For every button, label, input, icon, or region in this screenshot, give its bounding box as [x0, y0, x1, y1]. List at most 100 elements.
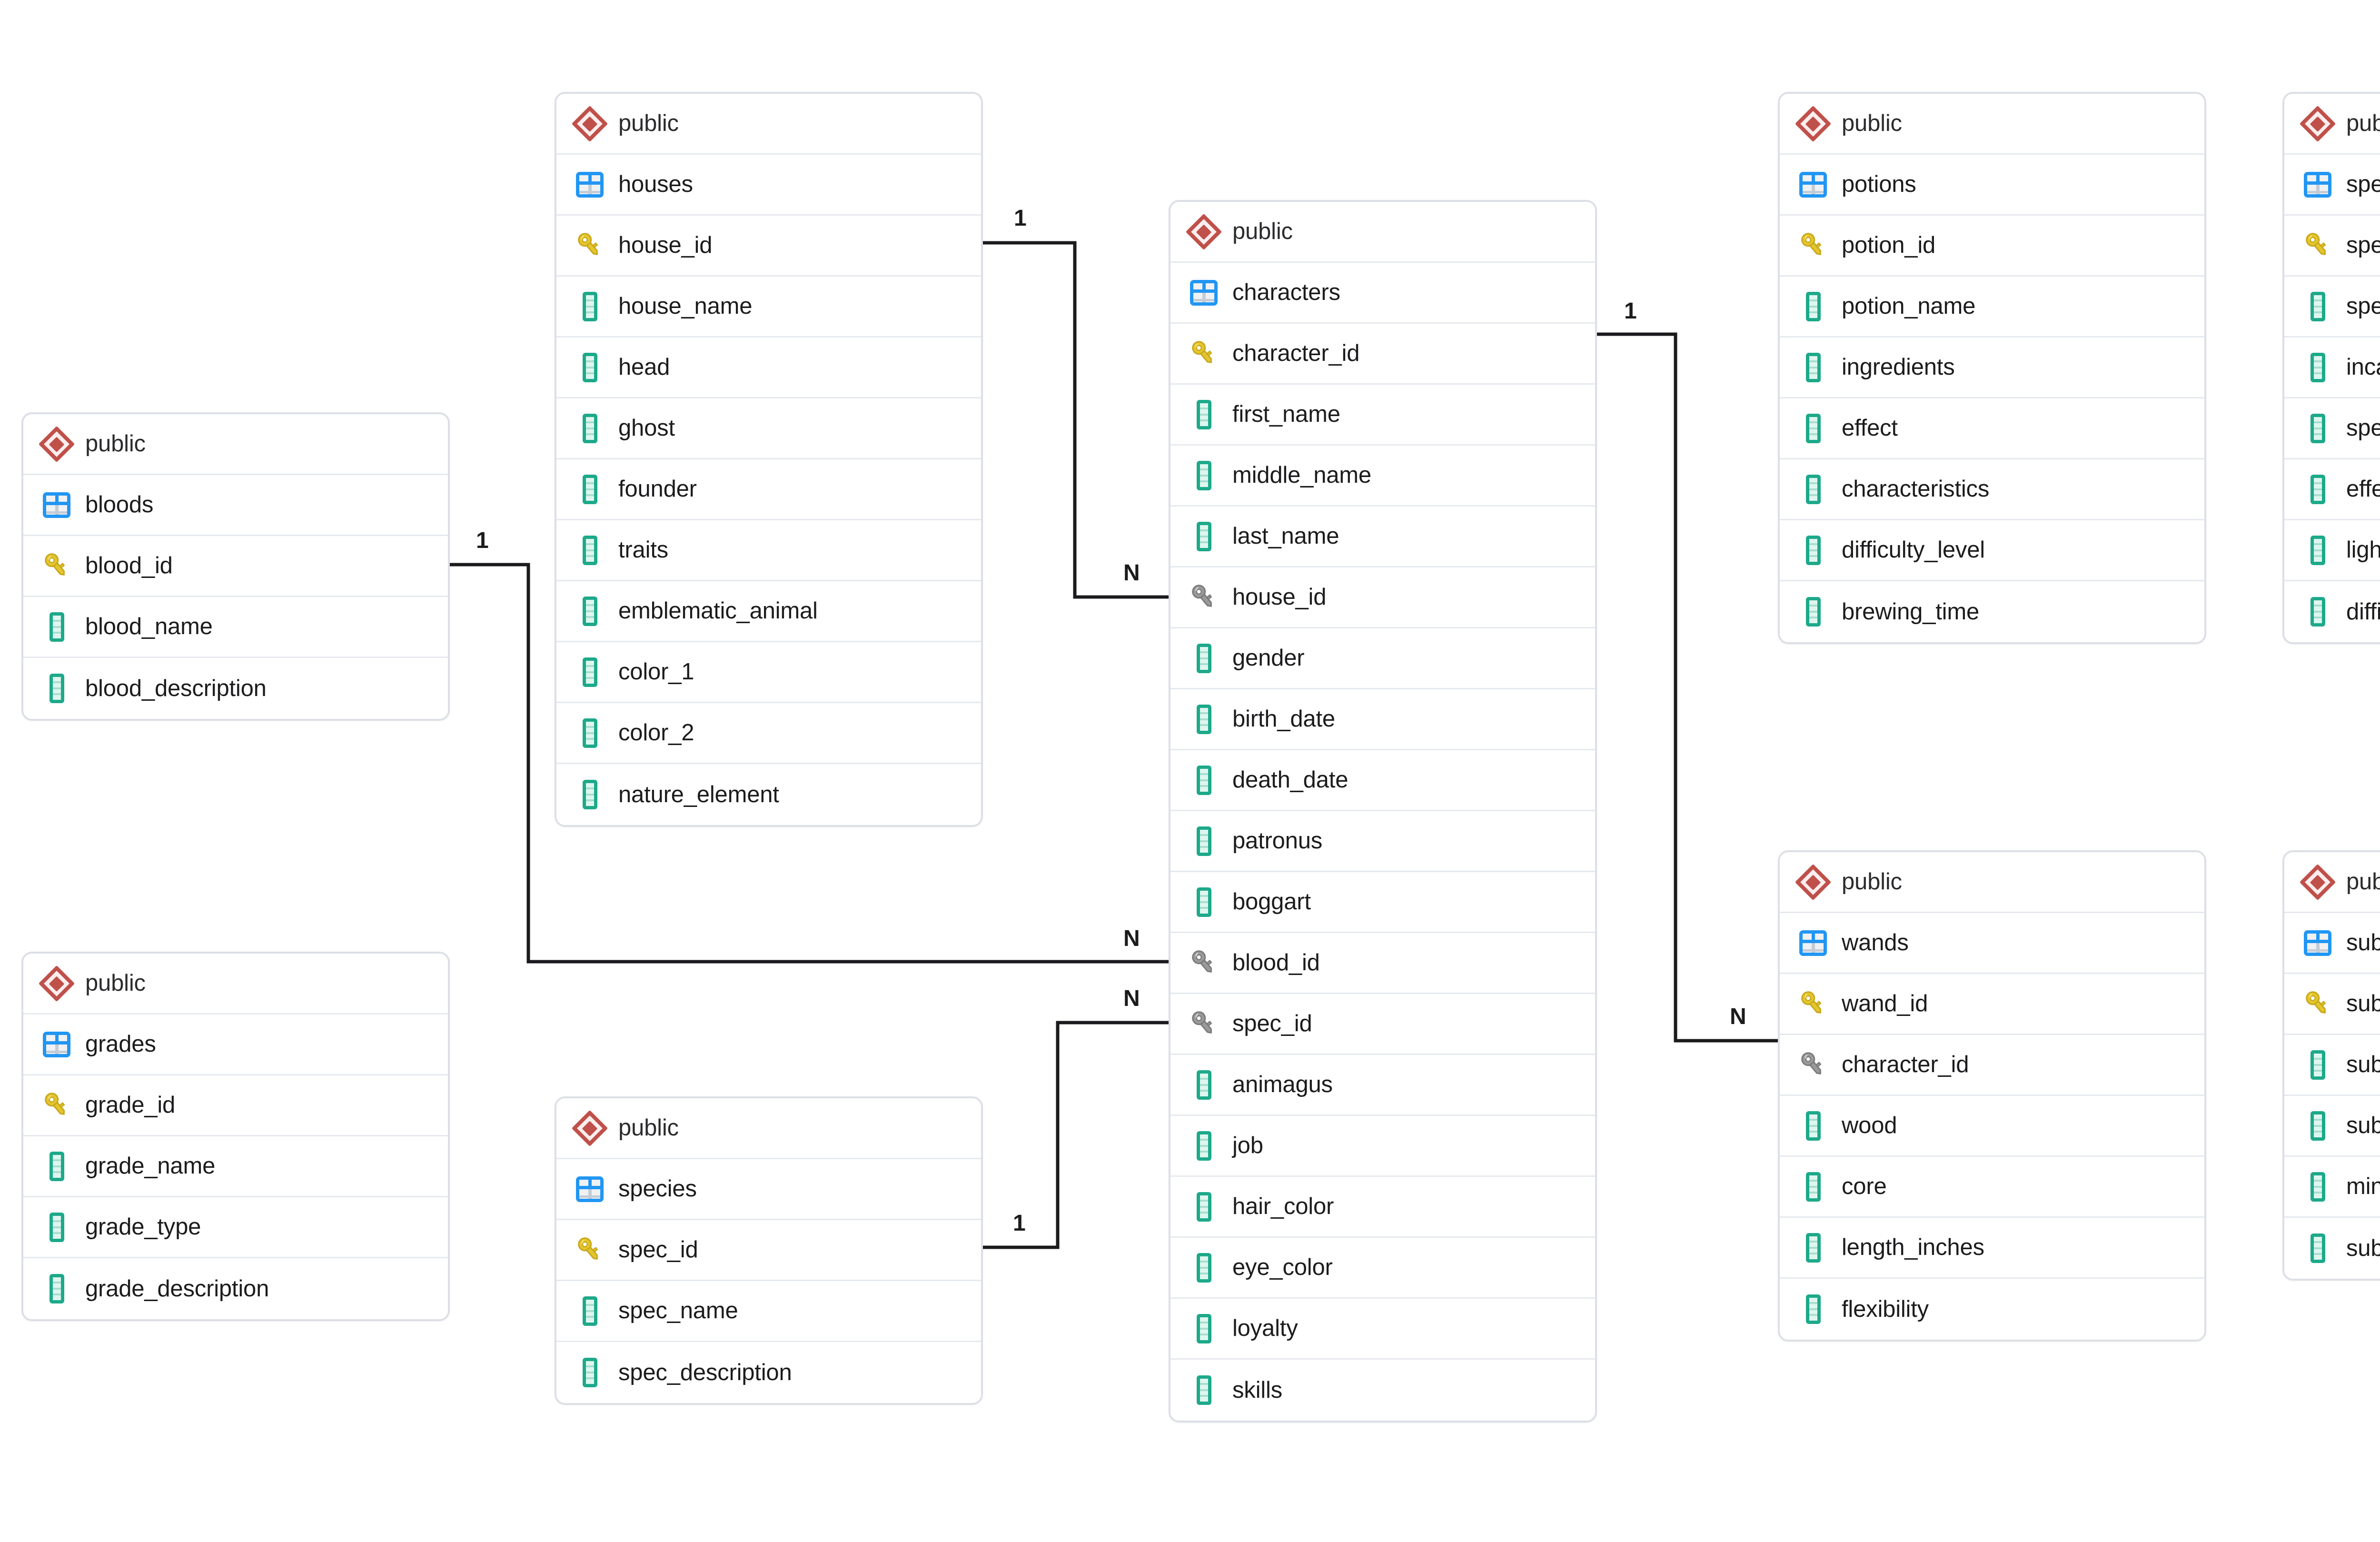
column-row-characteristics[interactable]: characteristics — [1780, 459, 2204, 520]
column-row-founder[interactable]: founder — [556, 459, 981, 520]
table-header-row[interactable]: bloods — [23, 475, 448, 536]
column-row-death_date[interactable]: death_date — [1170, 750, 1595, 811]
column-row-wand_id[interactable]: wand_id — [1780, 974, 2204, 1035]
table-header-row[interactable]: wands — [1780, 913, 2204, 974]
schema-row[interactable]: public — [556, 1098, 981, 1159]
column-row-flexibility[interactable]: flexibility — [1780, 1279, 2204, 1340]
column-row-boggart[interactable]: boggart — [1170, 872, 1595, 933]
column-row-head[interactable]: head — [556, 338, 981, 398]
column-row-character_id[interactable]: character_id — [1170, 324, 1595, 385]
schema-row[interactable]: public — [23, 954, 448, 1015]
column-row-brewing_time[interactable]: brewing_time — [1780, 581, 2204, 642]
table-header-row[interactable]: grades — [23, 1015, 448, 1075]
table-header-row[interactable]: spells — [2284, 155, 2380, 216]
column-icon — [1798, 1172, 1828, 1202]
column-row-grade_id[interactable]: grade_id — [23, 1075, 448, 1136]
table-header-row[interactable]: subjects — [2284, 913, 2380, 974]
column-row-birth_date[interactable]: birth_date — [1170, 689, 1595, 750]
column-row-blood_description[interactable]: blood_description — [23, 658, 448, 719]
schema-row[interactable]: public — [1780, 94, 2204, 155]
column-row-length_inches[interactable]: length_inches — [1780, 1218, 2204, 1279]
column-row-animagus[interactable]: animagus — [1170, 1055, 1595, 1116]
column-row-house_id[interactable]: house_id — [556, 216, 981, 277]
column-name-label: potion_id — [1842, 232, 1936, 258]
column-row-difficulty_level[interactable]: difficulty_level — [2284, 581, 2380, 642]
column-row-house_name[interactable]: house_name — [556, 277, 981, 338]
column-row-spell_id[interactable]: spell_id — [2284, 216, 2380, 277]
column-row-patronus[interactable]: patronus — [1170, 811, 1595, 872]
column-row-character_id[interactable]: character_id — [1780, 1035, 2204, 1096]
schema-diamond-icon — [2299, 864, 2336, 900]
column-row-emblematic_animal[interactable]: emblematic_animal — [556, 581, 981, 642]
column-row-spec_description[interactable]: spec_description — [556, 1342, 981, 1403]
column-row-last_name[interactable]: last_name — [1170, 507, 1595, 567]
column-row-spell_type[interactable]: spell_type — [2284, 398, 2380, 459]
column-row-traits[interactable]: traits — [556, 520, 981, 581]
column-row-incantation[interactable]: incantation — [2284, 338, 2380, 398]
column-row-nature_element[interactable]: nature_element — [556, 764, 981, 825]
column-row-color_2[interactable]: color_2 — [556, 703, 981, 764]
schema-row[interactable]: public — [1170, 202, 1595, 263]
column-row-gender[interactable]: gender — [1170, 628, 1595, 689]
column-row-wood[interactable]: wood — [1780, 1096, 2204, 1157]
column-row-middle_name[interactable]: middle_name — [1170, 446, 1595, 507]
column-row-potion_name[interactable]: potion_name — [1780, 277, 2204, 338]
column-row-job[interactable]: job — [1170, 1116, 1595, 1177]
column-row-blood_name[interactable]: blood_name — [23, 597, 448, 658]
table-header-row[interactable]: species — [556, 1159, 981, 1220]
column-row-blood_id[interactable]: blood_id — [1170, 933, 1595, 994]
column-row-spec_id[interactable]: spec_id — [556, 1220, 981, 1281]
column-row-core[interactable]: core — [1780, 1157, 2204, 1218]
column-row-subject_id[interactable]: subject_id — [2284, 974, 2380, 1035]
schema-row[interactable]: public — [1780, 852, 2204, 913]
column-name-label: color_1 — [618, 659, 694, 685]
schema-row[interactable]: public — [556, 94, 981, 155]
column-row-eye_color[interactable]: eye_color — [1170, 1238, 1595, 1299]
table-header-row[interactable]: potions — [1780, 155, 2204, 216]
column-row-light[interactable]: light — [2284, 520, 2380, 581]
schema-row[interactable]: public — [2284, 852, 2380, 913]
table-grid-icon — [41, 490, 72, 520]
column-row-hair_color[interactable]: hair_color — [1170, 1177, 1595, 1238]
entity-table-subjects[interactable]: publicsubjectssubject_idsubject_namesubj… — [2282, 850, 2380, 1281]
column-row-skills[interactable]: skills — [1170, 1360, 1595, 1421]
column-row-grade_type[interactable]: grade_type — [23, 1197, 448, 1258]
table-header-row[interactable]: houses — [556, 155, 981, 216]
column-row-spell_name[interactable]: spell_name — [2284, 277, 2380, 338]
column-row-blood_id[interactable]: blood_id — [23, 536, 448, 597]
column-row-house_id[interactable]: house_id — [1170, 567, 1595, 628]
schema-row[interactable]: public — [2284, 94, 2380, 155]
entity-table-spells[interactable]: publicspellsspell_idspell_nameincantatio… — [2282, 92, 2380, 644]
column-row-grade_description[interactable]: grade_description — [23, 1258, 448, 1319]
column-row-minimum_year[interactable]: minimum_year — [2284, 1157, 2380, 1218]
column-row-first_name[interactable]: first_name — [1170, 385, 1595, 446]
table-header-row[interactable]: characters — [1170, 263, 1595, 324]
column-row-ingredients[interactable]: ingredients — [1780, 338, 2204, 398]
column-icon — [2302, 413, 2333, 444]
column-row-loyalty[interactable]: loyalty — [1170, 1299, 1595, 1360]
column-row-difficulty_level[interactable]: difficulty_level — [1780, 520, 2204, 581]
column-name-label: potion_name — [1842, 293, 1976, 319]
column-icon — [2302, 474, 2333, 505]
column-row-effect[interactable]: effect — [2284, 459, 2380, 520]
schema-row[interactable]: public — [23, 414, 448, 475]
column-row-potion_id[interactable]: potion_id — [1780, 216, 2204, 277]
column-row-subject_description[interactable]: subject_description — [2284, 1218, 2380, 1279]
column-row-subject_name[interactable]: subject_name — [2284, 1035, 2380, 1096]
column-row-spec_id[interactable]: spec_id — [1170, 994, 1595, 1055]
column-row-spec_name[interactable]: spec_name — [556, 1281, 981, 1342]
column-row-grade_name[interactable]: grade_name — [23, 1136, 448, 1197]
column-row-subject_type[interactable]: subject_type — [2284, 1096, 2380, 1157]
column-row-color_1[interactable]: color_1 — [556, 642, 981, 703]
column-name-label: grade_description — [85, 1275, 269, 1302]
column-name-label: difficulty_level — [1842, 537, 1985, 563]
column-row-ghost[interactable]: ghost — [556, 398, 981, 459]
column-row-effect[interactable]: effect — [1780, 398, 2204, 459]
